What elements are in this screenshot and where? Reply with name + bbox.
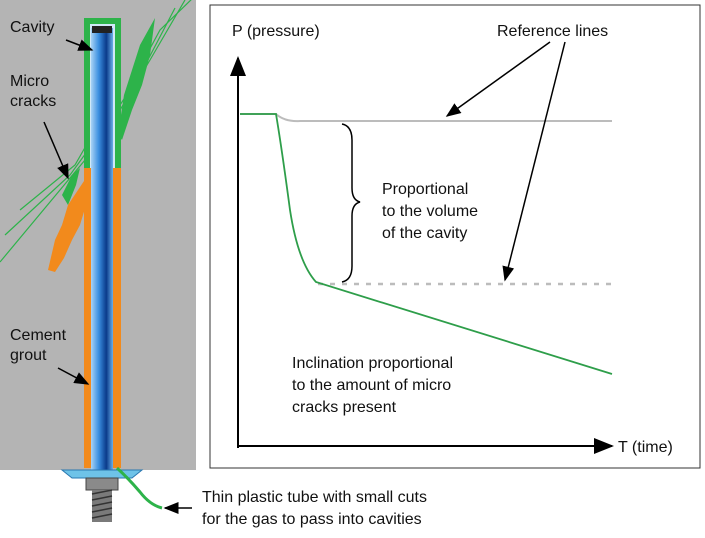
volume-brace [341,123,361,283]
tube-caption-line2: for the gas to pass into cavities [202,511,422,528]
volume-label-line1: Proportional [382,181,468,198]
arrow-cavity [65,39,94,51]
label-cement: Cement [10,327,67,344]
x-axis-label: T (time) [618,439,673,456]
plastic-tube [115,466,163,510]
borehole-illustration: Cavity Micro cracks Cement grout [0,0,196,522]
arrow-reference-bottom [502,41,566,282]
chart-frame [209,4,701,469]
tube-caption: Thin plastic tube with small cuts for th… [163,489,427,528]
bolt-thread [91,489,113,522]
label-cracks: cracks [10,93,56,110]
arrow-reference-top [445,41,551,117]
tube-caption-line1: Thin plastic tube with small cuts [202,489,427,506]
label-cavity: Cavity [10,19,54,36]
bolt-cap [92,26,112,33]
volume-label-line2: to the volume [382,203,478,220]
slope-label-line3: cracks present [292,399,397,416]
slope-label-line2: to the amount of micro [292,377,451,394]
micro-crack-fill-2 [62,168,80,205]
arrow-grout [57,367,90,385]
pressure-curve [240,113,613,375]
label-grout: grout [10,347,47,364]
slope-label-line1: Inclination proportional [292,355,453,372]
anchor-plate [60,469,144,479]
bolt-rod [91,28,113,473]
grout-fracture [48,175,88,272]
volume-label-line3: of the cavity [382,225,467,242]
y-axis-label: P (pressure) [232,23,320,40]
pressure-chart: P (pressure) T (time) Reference lines Pr… [209,4,701,469]
arrow-micro-cracks [43,121,69,180]
label-micro: Micro [10,73,49,90]
nut [85,477,119,491]
micro-crack-fill [118,18,155,140]
reference-lines-label: Reference lines [497,23,608,40]
